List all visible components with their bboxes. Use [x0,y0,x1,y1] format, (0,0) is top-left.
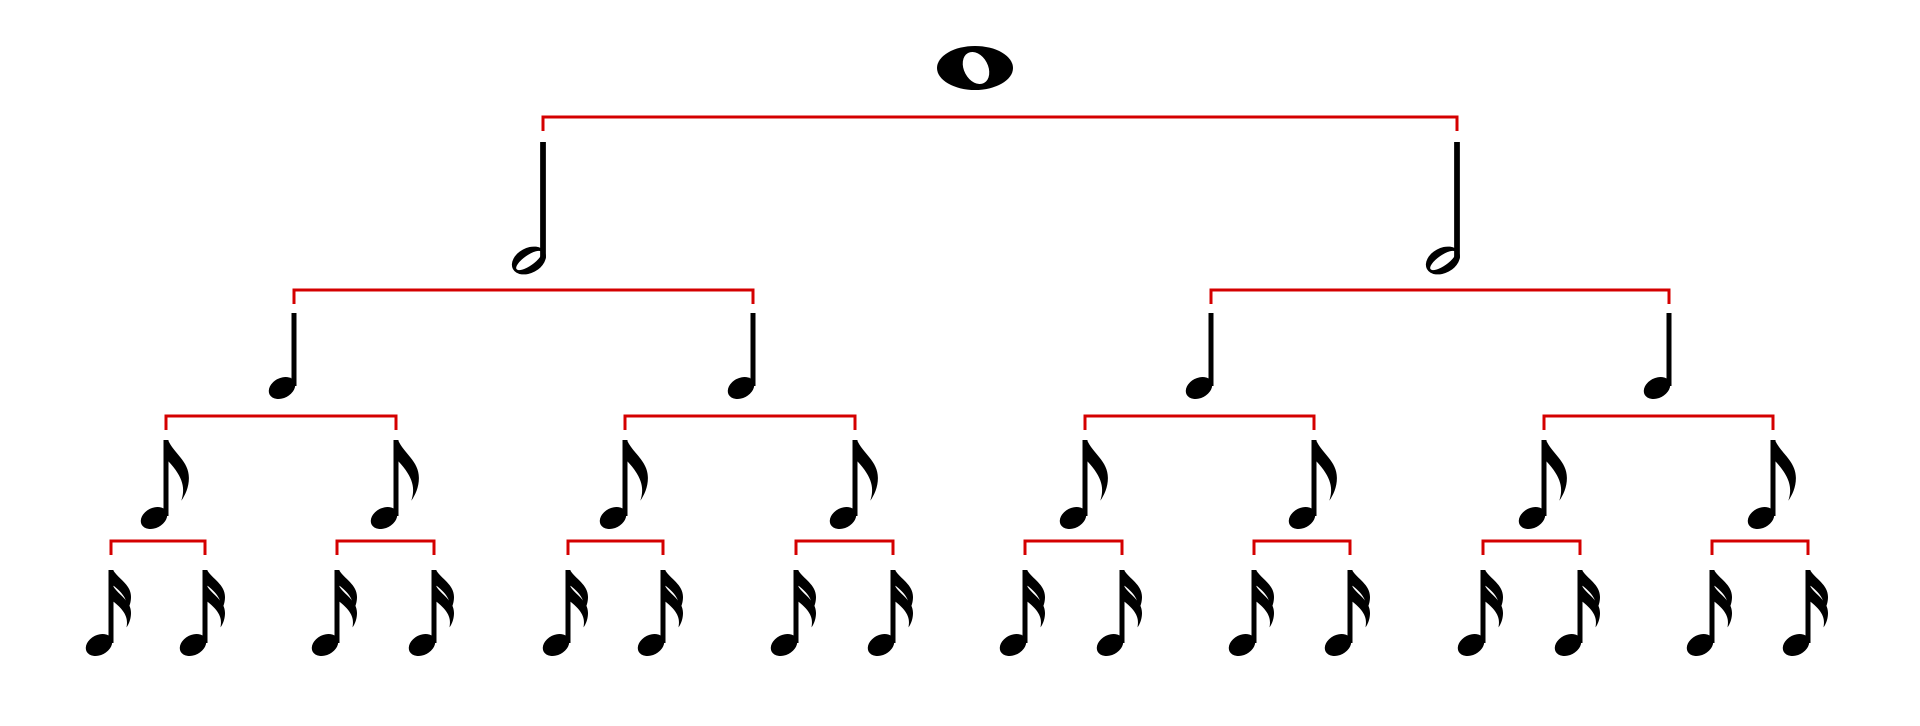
sixteenth-note-icon [542,570,588,657]
eighth-note-icon [1518,440,1567,530]
division-bracket [292,288,755,304]
sixteenth-note-icon [637,570,683,657]
half-note-icon [1425,142,1460,275]
half-note-icon [511,142,546,275]
sixteenth-note-icon [179,570,225,657]
whole-note-icon [937,46,1013,90]
sixteenth-note-icon [1324,570,1370,657]
sixteenth-note-icon [1096,570,1142,657]
division-bracket [1209,288,1671,304]
sixteenth-note-icon [867,570,913,657]
eighth-note-icon [829,440,878,530]
sixteenth-note-icon [1782,570,1828,657]
quarter-note-icon [727,313,756,400]
eighth-note-icon [1747,440,1796,530]
division-bracket [1481,539,1582,555]
sixteenth-note-icon [311,570,357,657]
division-bracket [1710,539,1810,555]
division-bracket [1023,539,1124,555]
eighth-note-icon [140,440,189,530]
division-bracket [794,539,895,555]
division-bracket [1542,414,1775,430]
eighth-note-icon [1059,440,1108,530]
sixteenth-note-icon [770,570,816,657]
sixteenth-note-icon [1457,570,1503,657]
division-bracket [164,414,398,430]
division-brackets [109,115,1810,555]
division-bracket [1252,539,1352,555]
eighth-note-icon [599,440,648,530]
sixteenth-note-icon [408,570,454,657]
sixteenth-note-icon [85,570,131,657]
quarter-note-icon [268,313,297,400]
division-bracket [541,115,1459,131]
eighth-note-icon [1288,440,1337,530]
quarter-note-icon [1185,313,1214,400]
division-bracket [335,539,436,555]
division-bracket [1083,414,1316,430]
division-bracket [109,539,207,555]
quarter-note-icon [1643,313,1672,400]
division-bracket [566,539,665,555]
sixteenth-note-icon [1228,570,1274,657]
sixteenth-note-icon [999,570,1045,657]
eighth-note-icon [370,440,419,530]
sixteenth-note-icon [1686,570,1732,657]
note-symbols [85,46,1828,657]
division-bracket [623,414,857,430]
sixteenth-note-icon [1554,570,1600,657]
